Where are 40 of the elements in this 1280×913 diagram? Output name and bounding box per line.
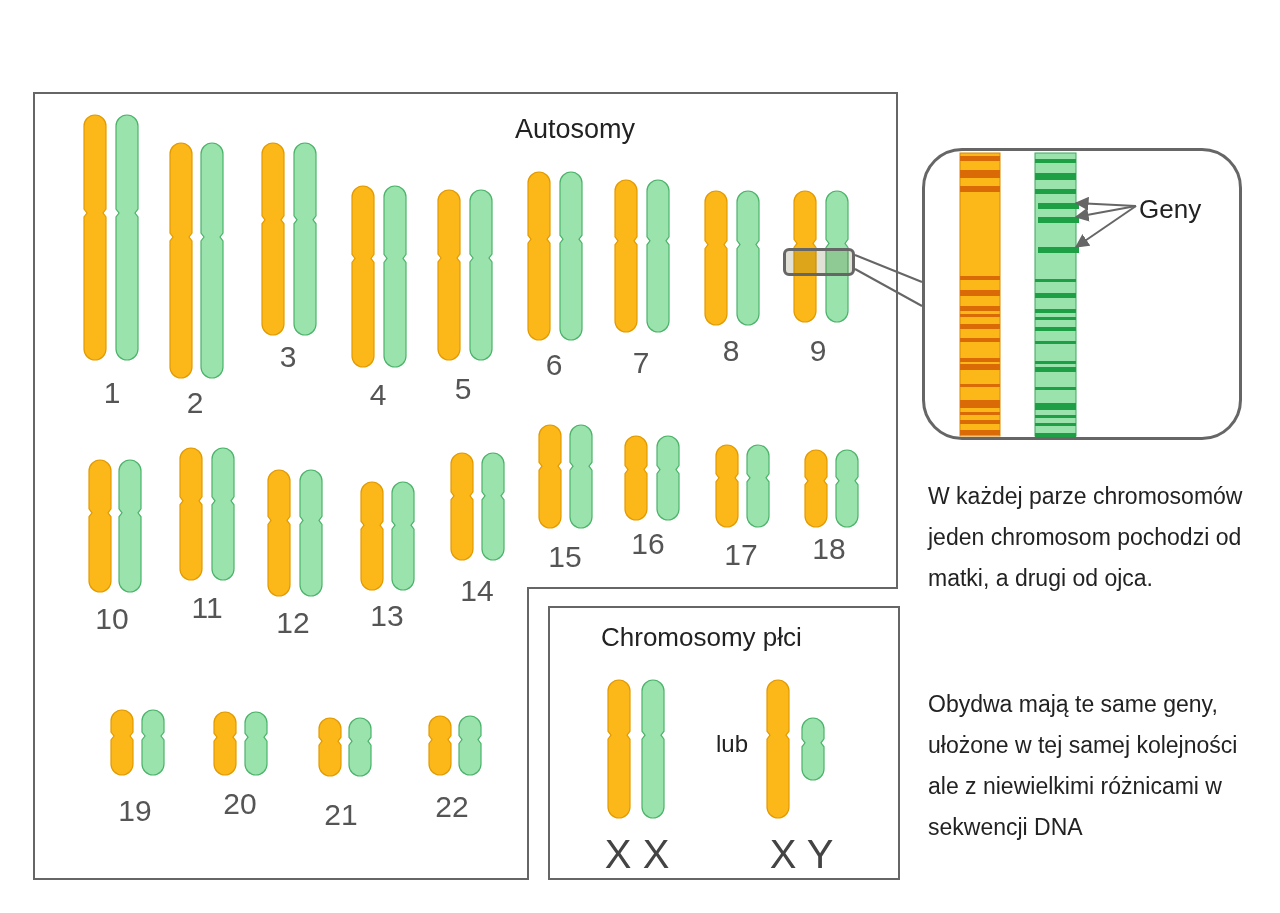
chromosome-number: 15 — [548, 540, 582, 574]
chromosome-number: 17 — [724, 538, 758, 572]
chromosome-number: 6 — [545, 348, 563, 382]
gene-band — [1038, 247, 1079, 253]
chromosome-label: X — [769, 832, 797, 877]
chromosome-number: 12 — [276, 606, 310, 640]
panel-title: Autosomy — [515, 114, 636, 145]
chromosome-number: 14 — [460, 574, 494, 608]
chromosome-number: 2 — [186, 386, 204, 420]
gene-band — [1038, 203, 1079, 209]
panel-title: Chromosomy płci — [601, 622, 802, 653]
chromosome-number: 7 — [632, 346, 650, 380]
chromosome-label: X — [604, 832, 632, 877]
chromosome-number: 9 — [809, 334, 827, 368]
highlight-frame — [783, 248, 855, 276]
chromosome-number: 10 — [95, 602, 129, 636]
chromosome-label: Y — [806, 832, 834, 877]
callout-connector — [854, 254, 923, 307]
gene-label: Geny — [1139, 193, 1202, 225]
leader-arrow — [1074, 205, 1137, 222]
chromosome-number: 22 — [435, 790, 469, 824]
chromosome-number: 1 — [103, 376, 121, 410]
connector-word: lub — [716, 730, 749, 758]
chromosome-label: X — [642, 832, 670, 877]
chromosome-number: 20 — [223, 787, 257, 821]
leader-arrow — [1074, 205, 1137, 248]
gene-band — [1038, 217, 1079, 223]
zoom-inset — [922, 148, 1242, 440]
chromosome-number: 18 — [812, 532, 846, 566]
chromosome-number: 19 — [118, 794, 152, 828]
chromosome-number: 16 — [631, 527, 665, 561]
description-text: W każdej parze chromosomów jeden chromosom pochodzi od matki, a drugi od ojca. — [928, 482, 1244, 593]
chromosome-number: 13 — [370, 599, 404, 633]
description-text: Obydwa mają te same geny, ułożone w tej samej kolejności ale z niewielkimi różnicami w sekwencji DNA — [928, 690, 1239, 842]
chromosome-number: 8 — [722, 334, 740, 368]
chromosome-number: 4 — [369, 378, 387, 412]
chromosome-number: 11 — [191, 591, 223, 625]
chromosome-number: 3 — [279, 340, 297, 374]
chromosome-number: 5 — [454, 372, 472, 406]
chromosome-number: 21 — [324, 798, 358, 832]
